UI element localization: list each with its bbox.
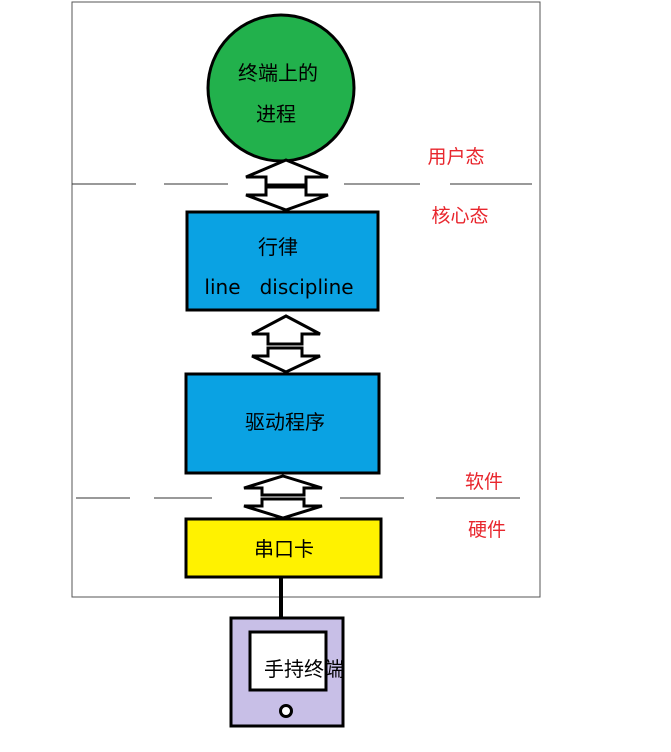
process-node	[206, 13, 356, 163]
double-arrow-driver-serial	[243, 474, 323, 520]
line-discipline-label-cn: 行律	[258, 235, 298, 259]
double-arrow-process-ld	[245, 158, 329, 212]
hardware-label: 硬件	[468, 519, 506, 541]
system-boundary	[71, 1, 541, 598]
serial-card-node	[184, 517, 383, 579]
process-label-line2: 进程	[256, 102, 296, 126]
driver-label: 驱动程序	[245, 410, 325, 434]
double-arrow-ld-driver	[251, 314, 321, 374]
terminal-button	[279, 704, 293, 718]
kernel-mode-label: 核心态	[431, 205, 488, 227]
line-discipline-node	[185, 210, 380, 312]
serial-card-label: 串口卡	[254, 537, 314, 561]
line-discipline-label-en: line discipline	[204, 275, 353, 299]
software-label: 软件	[465, 471, 503, 493]
terminal-screen	[248, 630, 328, 692]
driver-node	[184, 372, 381, 475]
user-mode-label: 用户态	[427, 146, 484, 168]
process-label-line1: 终端上的	[238, 61, 318, 85]
handheld-terminal-label: 手持终端	[264, 657, 344, 681]
